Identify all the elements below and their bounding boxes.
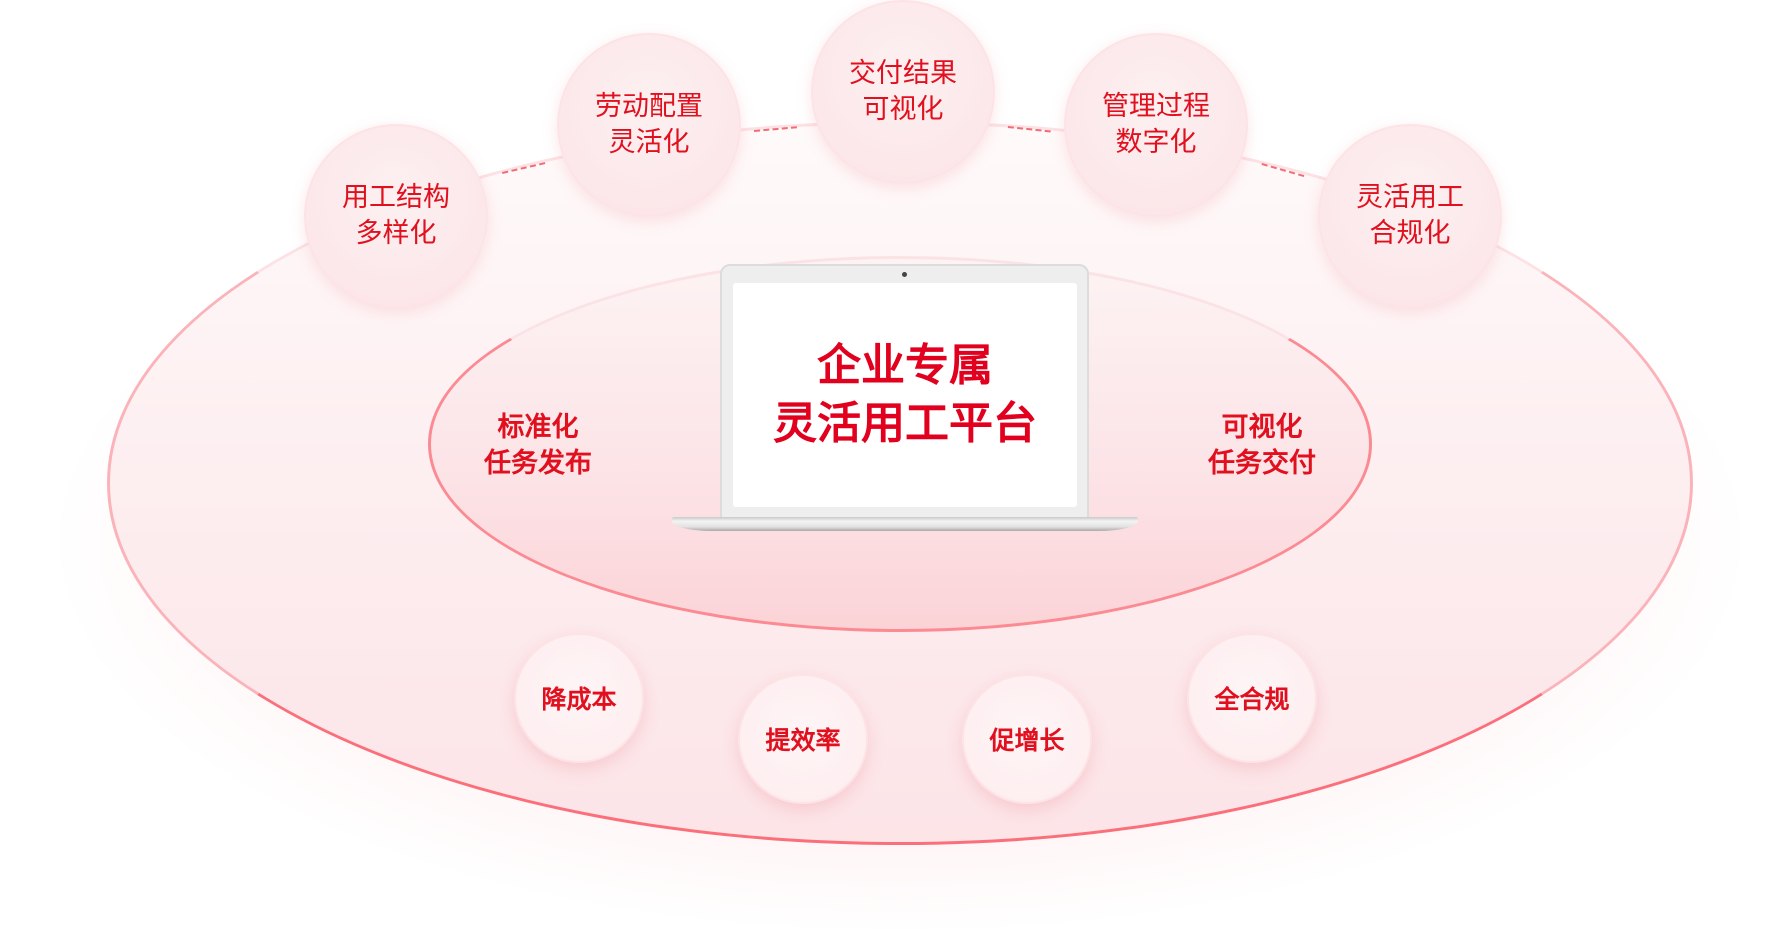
inner-label-visible-delivery: 可视化任务交付 — [1162, 410, 1362, 482]
benefit-label: 全合规 — [1214, 685, 1290, 714]
inner-label-line: 可视化 — [1221, 412, 1303, 443]
inner-label-line: 任务发布 — [484, 448, 592, 479]
feature-circle-diversified-structure: 用工结构多样化 — [304, 124, 488, 308]
circle-label: 多样化 — [355, 218, 437, 249]
benefit-label: 降成本 — [541, 685, 617, 714]
laptop-camera-icon — [902, 272, 907, 277]
inner-label-line: 任务交付 — [1208, 448, 1316, 479]
benefit-label: 提效率 — [765, 726, 841, 755]
circle-label: 管理过程 — [1102, 91, 1210, 122]
benefit-circle-reduce-cost: 降成本 — [514, 633, 644, 763]
laptop-base — [672, 517, 1138, 531]
circle-label: 交付结果 — [849, 58, 957, 89]
circle-label: 劳动配置 — [595, 91, 703, 122]
benefit-circle-promote-growth: 促增长 — [962, 674, 1092, 804]
platform-title-line2: 灵活用工平台 — [773, 398, 1037, 449]
platform-title-line1: 企业专属 — [817, 340, 993, 391]
benefit-circle-full-compliance: 全合规 — [1187, 633, 1317, 763]
circle-label: 可视化 — [862, 94, 944, 125]
feature-circle-visible-delivery: 交付结果可视化 — [811, 0, 995, 184]
benefit-circle-improve-efficiency: 提效率 — [738, 674, 868, 804]
circle-label: 灵活用工 — [1356, 182, 1464, 213]
circle-label: 合规化 — [1369, 218, 1451, 249]
inner-label-standardized-publishing: 标准化任务发布 — [438, 410, 638, 482]
feature-circle-flexible-allocation: 劳动配置灵活化 — [557, 33, 741, 217]
circle-label: 数字化 — [1115, 127, 1197, 158]
feature-circle-digital-management: 管理过程数字化 — [1064, 33, 1248, 217]
benefit-label: 促增长 — [989, 726, 1065, 755]
laptop-screen: 企业专属 灵活用工平台 — [733, 283, 1077, 507]
circle-label: 灵活化 — [608, 127, 690, 158]
feature-circle-compliance: 灵活用工合规化 — [1318, 124, 1502, 308]
circle-label: 用工结构 — [342, 182, 450, 213]
inner-label-line: 标准化 — [497, 412, 579, 443]
